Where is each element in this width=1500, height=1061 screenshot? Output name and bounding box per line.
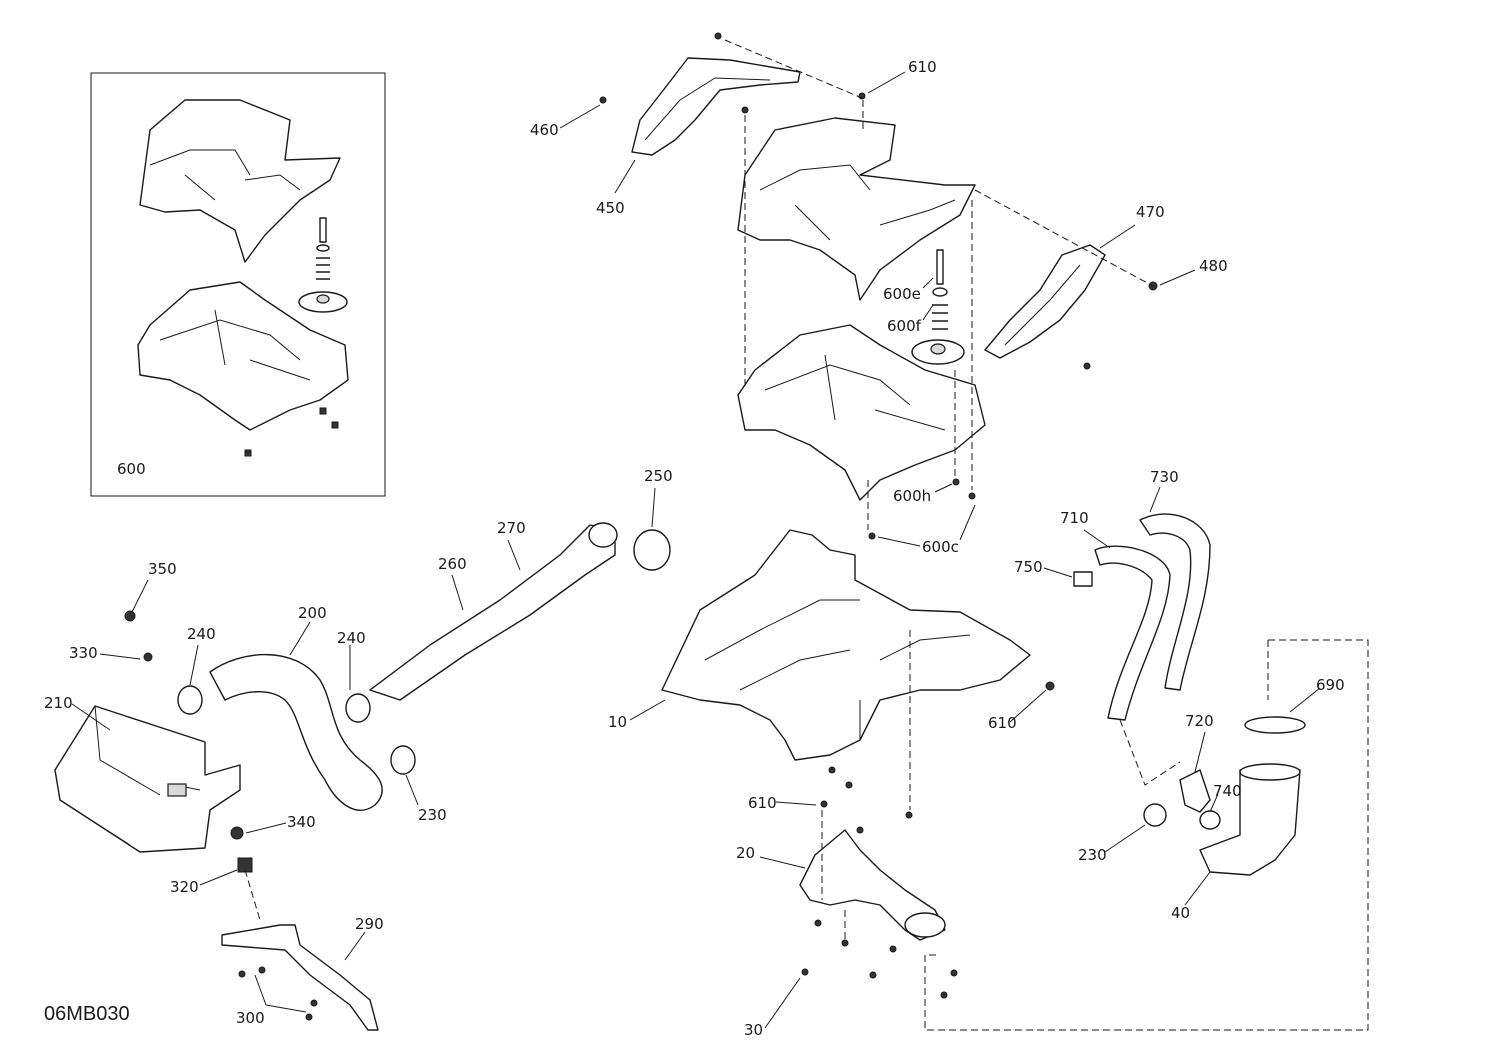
callout-750: 750 (1014, 558, 1043, 576)
callout-270: 270 (497, 519, 526, 537)
part-740-clamp (1199, 810, 1221, 830)
callout-240-right: 240 (337, 629, 366, 647)
callout-610-top: 610 (908, 58, 937, 76)
part-690-clamp (1244, 716, 1306, 734)
callout-740: 740 (1213, 782, 1242, 800)
callout-600e: 600e (883, 285, 921, 303)
part-20-duct (799, 829, 946, 941)
callout-labels: 460 450 610 470 480 600e 600f 600h 600c … (44, 58, 1345, 1039)
callout-210: 210 (44, 694, 73, 712)
callout-450: 450 (596, 199, 625, 217)
part-240-clamp-right (345, 693, 371, 723)
part-710-hose (1094, 545, 1171, 721)
callout-600h: 600h (893, 487, 931, 505)
callout-230-left: 230 (418, 806, 447, 824)
callout-30: 30 (744, 1021, 763, 1039)
callout-350: 350 (148, 560, 177, 578)
part-210-intercooler (54, 705, 241, 853)
part-720-fitting (1179, 769, 1211, 813)
inset-frame (90, 72, 386, 497)
callout-610-right: 610 (988, 714, 1017, 732)
part-230-clamp-right (1143, 803, 1167, 827)
part-470-side-panel (984, 244, 1106, 359)
part-spring-assembly (911, 249, 965, 365)
part-upper-cover (737, 117, 976, 301)
callout-240-left: 240 (187, 625, 216, 643)
callout-610-lower: 610 (748, 794, 777, 812)
callout-300: 300 (236, 1009, 265, 1027)
part-450-side-panel (631, 57, 801, 156)
callout-40: 40 (1171, 904, 1190, 922)
callout-330: 330 (69, 644, 98, 662)
callout-340: 340 (287, 813, 316, 831)
part-200-hose (209, 653, 383, 811)
callout-230-right: 230 (1078, 846, 1107, 864)
callout-10: 10 (608, 713, 627, 731)
callout-480: 480 (1199, 257, 1228, 275)
part-240-clamp-left (177, 685, 203, 715)
inset-label-600: 600 (117, 460, 146, 478)
callout-20: 20 (736, 844, 755, 862)
callout-600f: 600f (887, 317, 922, 335)
callout-460: 460 (530, 121, 559, 139)
callout-730: 730 (1150, 468, 1179, 486)
leader-lines (71, 71, 1321, 1029)
inset-spring-stack (244, 217, 348, 457)
callout-720: 720 (1185, 712, 1214, 730)
assembly-dashed-lines (244, 39, 1369, 1031)
part-230-clamp-left (390, 745, 416, 775)
callout-470: 470 (1136, 203, 1165, 221)
part-250-clamp (633, 529, 671, 571)
callout-260: 260 (438, 555, 467, 573)
callout-320: 320 (170, 878, 199, 896)
part-40-filter (1199, 763, 1301, 876)
part-260-270-tube (369, 522, 618, 701)
callout-250: 250 (644, 467, 673, 485)
fasteners (124, 32, 1158, 1021)
callout-710: 710 (1060, 509, 1089, 527)
inset-upper-cover (139, 99, 341, 263)
callout-200: 200 (298, 604, 327, 622)
part-750-cap (1073, 571, 1093, 587)
reference-code: 06MB030 (44, 1003, 130, 1025)
part-10-airbox (661, 529, 1031, 761)
callout-290: 290 (355, 915, 384, 933)
callout-690: 690 (1316, 676, 1345, 694)
part-290-bracket (221, 924, 379, 1031)
part-730-hose (1139, 513, 1211, 691)
inset-lower-housing (137, 281, 349, 431)
callout-600c: 600c (922, 538, 959, 556)
